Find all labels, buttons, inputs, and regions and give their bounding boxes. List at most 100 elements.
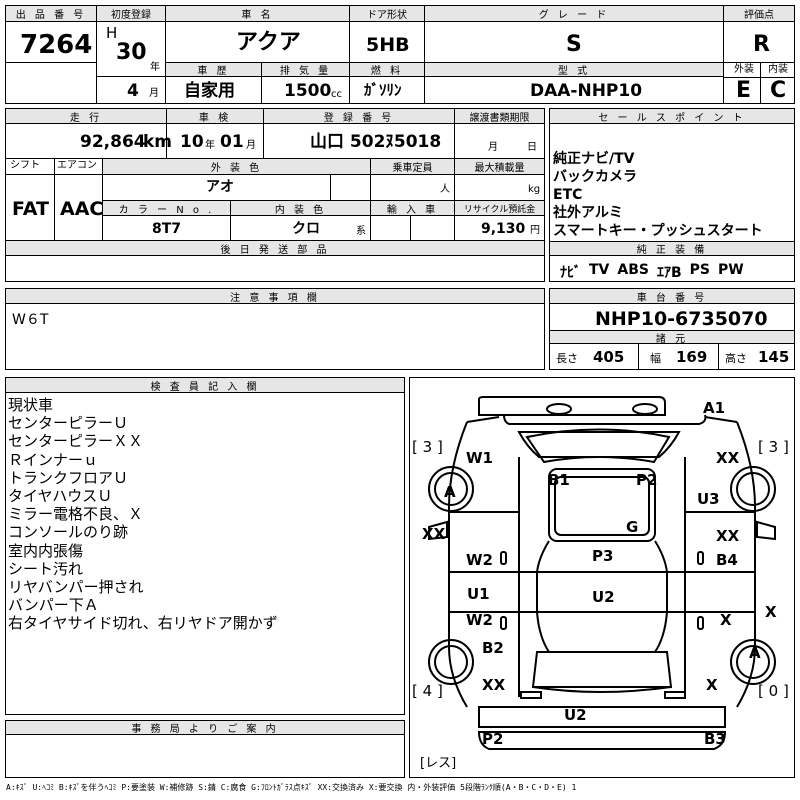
capacity-label: 乗車定員 [371,159,454,174]
door-label: ドア形状 [350,6,424,22]
month-unit: 月 [149,88,159,99]
width-label: 幅 [650,352,661,365]
damage-mark: U1 [467,585,490,603]
inspector-line: 現状車 [8,396,54,414]
notes-text: W６T [12,312,49,328]
lot-number-label: 出 品 番 号 [6,6,96,22]
inspector-line: センターピラーＵ [8,414,129,433]
inspection-label: 車 検 [167,109,263,124]
reg-year: 30 [116,40,147,65]
inspector-line: 右タイヤサイド切れ、右リヤドア開かず [8,614,278,633]
capacity-unit: 人 [440,184,450,195]
max-load-label: 最大積載量 [455,159,544,174]
damage-mark: A1 [703,399,726,417]
sales-section [549,108,795,282]
inspector-line: センターピラーＸＸ [8,432,144,451]
door-type: 5HB [366,34,410,56]
recycle-fee: 9,130 [481,221,526,237]
damage-mark: X [765,603,777,621]
recycle-unit: 円 [530,225,540,236]
lot-number: 7264 [20,30,93,60]
model-label: 型 式 [425,63,723,77]
displacement-label: 排 気 量 [262,63,349,77]
reg-month: 4 [127,81,139,101]
inspector-line: シート汚れ [8,559,84,578]
color-no-label: カ ラ ー N o . [103,201,230,216]
chassis-label: 車 台 番 号 [550,289,794,304]
shift: FAT [12,198,49,220]
shift-label: シフト [10,160,40,171]
car-diagram-outline [428,396,776,750]
car-name: アクア [236,30,301,55]
displacement-unit: cc [331,89,342,100]
sales-point: ETC [553,187,583,203]
damage-mark: XX [482,676,506,694]
plate-label: 登 録 番 号 [264,109,454,124]
sales-point-list: 純正ナビ/TV バックカメラ ETC 社外アルミ スマートキー・プッシュスタート [553,150,763,240]
ext-score: E [736,78,752,103]
equip-item: ｴｱB [656,265,682,281]
office-label: 事 務 局 よ り ご 案 内 [6,721,404,735]
equip-item: ﾅﾋﾞ [560,265,581,281]
length: 405 [593,348,625,366]
height: 145 [758,348,790,366]
inspector-line: バンパー下Ａ [8,596,99,615]
damage-mark: P3 [592,547,614,565]
score: R [753,32,770,57]
dims-label: 諸 元 [550,330,794,345]
insp-month-unit: 月 [246,140,256,151]
tire-right-front: [ 3 ] [758,438,789,456]
details-section [5,108,545,282]
ext-color: アオ [206,179,234,195]
tire-tread-value: 0 [768,682,779,700]
tire-left-front: [ 3 ] [412,438,443,456]
inspector-line: リヤバンパー押され [8,578,144,597]
inspector-line: トランクフロアＵ [8,468,129,487]
damage-mark: U3 [697,490,720,508]
damage-mark: B2 [482,639,504,657]
fuel-label: 燃 料 [350,63,424,77]
damage-mark: B4 [716,551,738,569]
damage-mark: A [749,644,761,662]
office-section [5,720,405,778]
transfer-label: 譲渡書類期限 [455,109,544,124]
length-label: 長さ [556,352,578,365]
ext-label: 外装 [734,64,754,75]
recycle-label: リサイクル預託金 [455,201,544,216]
spare-tire: [レス] [420,756,457,771]
damage-mark: W2 [466,611,493,629]
tire-tread-value: 4 [422,682,433,700]
damage-mark: X [706,676,718,694]
plate-number: 山口 502ﾇ5018 [310,132,442,152]
equip-label: 純 正 装 備 [550,241,794,256]
damage-mark: X [720,611,732,629]
import-label: 輸 入 車 [371,201,454,216]
damage-mark: G [626,518,639,536]
history: 自家用 [184,81,235,101]
damage-mark: B1 [548,471,570,489]
fuel: ｶﾞｿﾘﾝ [364,81,402,99]
grade-label: グ レ ー ド [425,6,723,22]
damage-mark: XX [716,449,740,467]
insp-month: 01 [220,132,244,152]
inspector-line: コンソールのり跡 [8,523,129,542]
header-section [5,5,795,104]
damage-mark: W2 [466,551,493,569]
damage-mark: XX [716,527,740,545]
sales-point: 社外アルミ [553,205,623,221]
int-label: 内装 [768,64,788,75]
inspector-notes: 現状車 センターピラーＵ センターピラーＸＸ Ｒインナーｕ トランクフロアＵ タ… [8,396,278,633]
car-diagram [409,377,795,778]
ext-color-label: 外 装 色 [103,159,370,174]
tire-left-rear: [ 4 ] [412,682,443,700]
equip-item: ABS [617,262,649,278]
history-label: 車 歴 [166,63,261,77]
int-color-label: 内 装 色 [231,201,370,216]
equip-item: PW [718,262,744,278]
chassis-number: NHP10-6735070 [595,308,768,330]
mileage-label: 走 行 [6,109,166,124]
insp-year-unit: 年 [205,140,215,151]
inspector-line: ミラー電格不良、Ｘ [8,505,144,524]
year-unit: 年 [150,62,160,73]
era: H [106,24,118,42]
